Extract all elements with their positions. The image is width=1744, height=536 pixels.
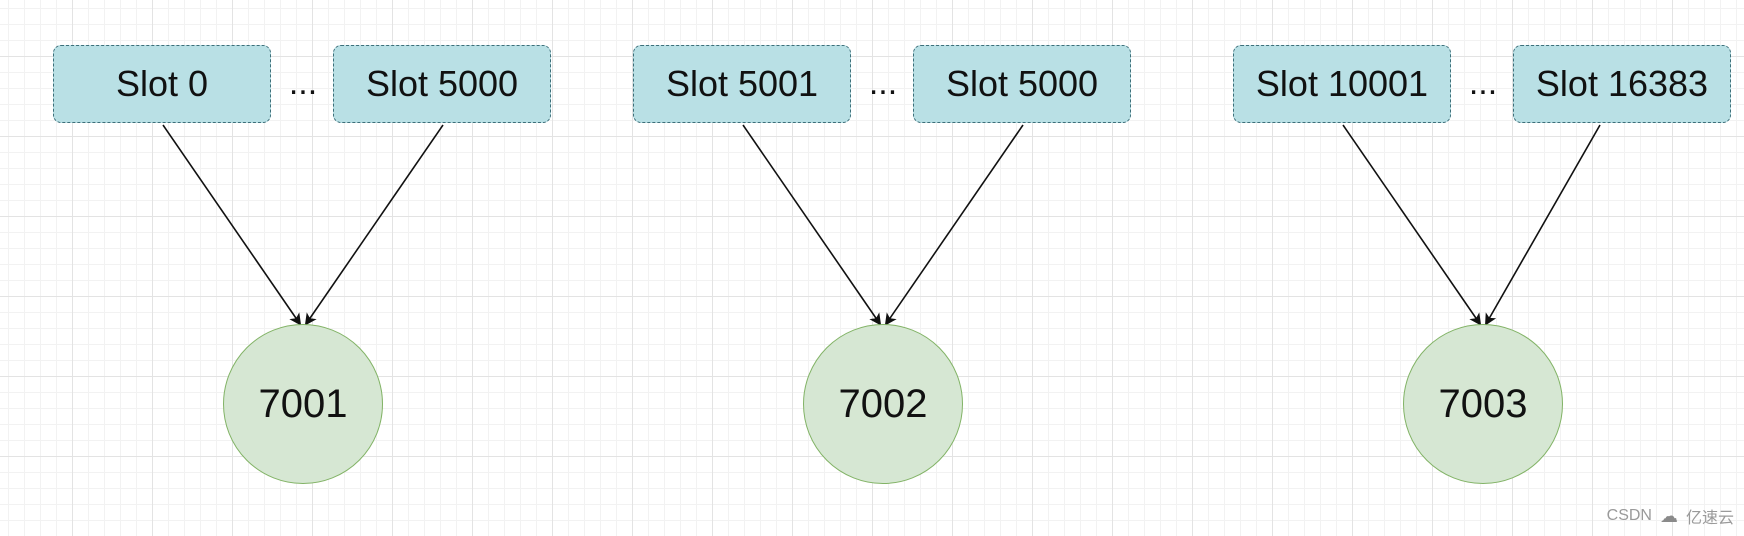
node-7003: 7003	[1403, 324, 1563, 484]
watermark-brand: 亿速云	[1685, 510, 1734, 527]
edge-slot-16383-to-7003	[1485, 124, 1601, 326]
edge-slot-10001-to-7003	[1342, 124, 1482, 326]
edge-slot-0-to-7001	[162, 124, 302, 326]
watermark: CSDN ☁ 亿速云	[1607, 504, 1734, 528]
node-7002: 7002	[803, 324, 963, 484]
slot-box-10001: Slot 10001	[1233, 45, 1451, 123]
slot-ellipsis-1: ...	[288, 63, 318, 102]
slot-ellipsis-2: ...	[868, 63, 898, 102]
slot-box-5001: Slot 5001	[633, 45, 851, 123]
slot-box-0: Slot 0	[53, 45, 271, 123]
edge-slot-5000-to-7001	[304, 124, 444, 326]
slot-ellipsis-3: ...	[1468, 63, 1498, 102]
slot-box-5000: Slot 5000	[333, 45, 551, 123]
slot-box-16383: Slot 16383	[1513, 45, 1731, 123]
watermark-csdn: CSDN	[1606, 507, 1652, 524]
edge-slot-5000b-to-7002	[884, 124, 1024, 326]
cloud-logo-icon: ☁	[1659, 505, 1678, 526]
slot-box-5000b: Slot 5000	[913, 45, 1131, 123]
node-7001: 7001	[223, 324, 383, 484]
edge-slot-5001-to-7002	[742, 124, 882, 326]
